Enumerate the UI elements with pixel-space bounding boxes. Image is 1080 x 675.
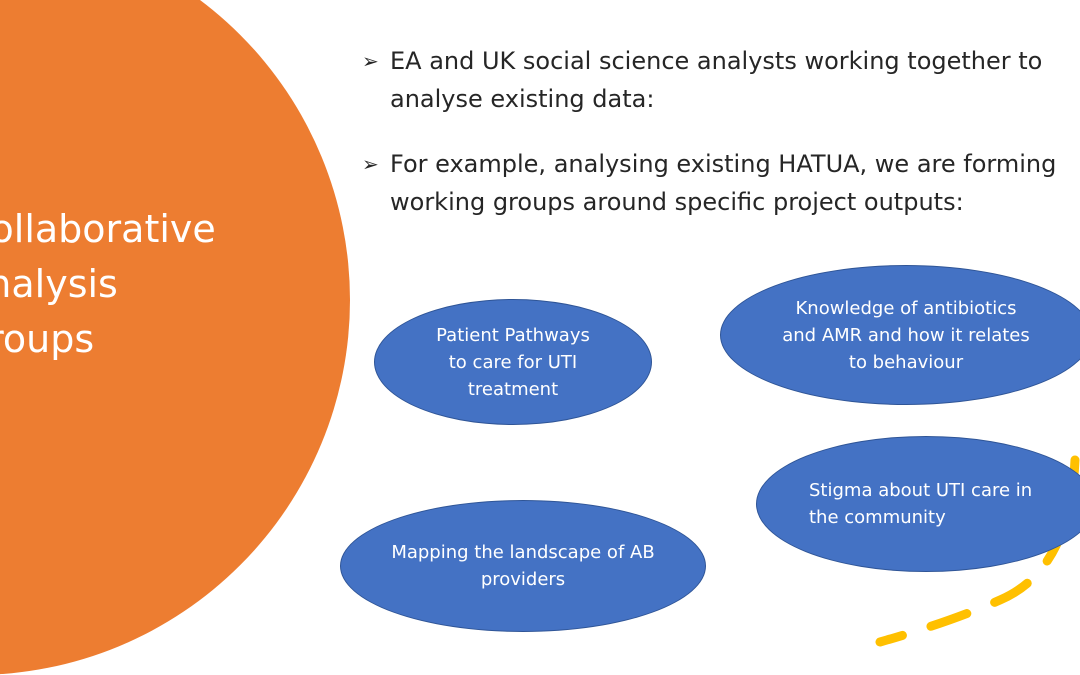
slide-title: Collaborative analysis groups <box>0 202 216 367</box>
group-label: Patient Pathways to care for UTI treatme… <box>436 324 590 400</box>
group-oval-knowledge-antibiotics: Knowledge of antibiotics and AMR and how… <box>720 265 1080 405</box>
group-oval-patient-pathways: Patient Pathways to care for UTI treatme… <box>374 299 652 425</box>
arrow-bullet-icon: ➢ <box>362 152 379 176</box>
bullet-text: EA and UK social science analysts workin… <box>390 47 1043 113</box>
slide-title-line-1: Collaborative <box>0 207 216 251</box>
bullet-item: ➢ EA and UK social science analysts work… <box>362 42 1072 118</box>
group-label: Mapping the landscape of AB providers <box>391 542 655 590</box>
slide-title-line-2: analysis <box>0 262 118 306</box>
bullet-list: ➢ EA and UK social science analysts work… <box>362 42 1072 248</box>
group-label: Knowledge of antibiotics and AMR and how… <box>782 297 1030 373</box>
arrow-bullet-icon: ➢ <box>362 49 379 73</box>
bullet-text: For example, analysing existing HATUA, w… <box>390 150 1057 216</box>
group-label: Stigma about UTI care in the community <box>809 480 1033 528</box>
group-oval-mapping-landscape: Mapping the landscape of AB providers <box>340 500 706 632</box>
group-oval-stigma: Stigma about UTI care in the community <box>756 436 1080 572</box>
slide-title-line-3: groups <box>0 317 95 361</box>
bullet-item: ➢ For example, analysing existing HATUA,… <box>362 145 1072 221</box>
